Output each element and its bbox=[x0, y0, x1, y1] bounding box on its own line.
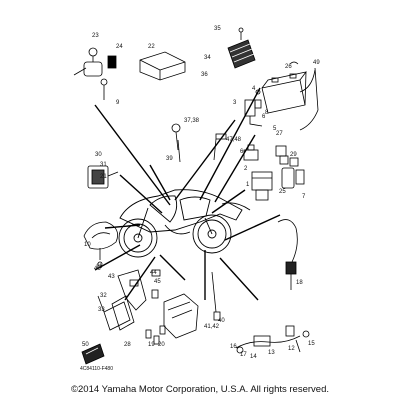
callout-11: 11 bbox=[96, 264, 103, 270]
battery-part bbox=[261, 61, 319, 131]
callout-33: 33 bbox=[98, 307, 105, 313]
callout-17: 17 bbox=[240, 352, 247, 358]
callout-16: 16 bbox=[230, 344, 237, 350]
callout-4: 4 bbox=[252, 86, 256, 92]
sub-harness-part bbox=[235, 325, 310, 354]
callout-15: 15 bbox=[308, 341, 315, 347]
starter-relay-part bbox=[244, 89, 263, 127]
callout-12: 12 bbox=[288, 346, 295, 352]
callout-34: 34 bbox=[204, 55, 211, 61]
callout-43: 43 bbox=[108, 274, 115, 280]
callout-45: 45 bbox=[154, 279, 161, 285]
callout-28: 28 bbox=[124, 342, 131, 348]
callout-20: 20 bbox=[158, 342, 165, 348]
copyright-notice: ©2014 Yamaha Motor Corporation, U.S.A. A… bbox=[71, 384, 329, 395]
callout-2: 2 bbox=[244, 166, 248, 172]
callout-3: 3 bbox=[233, 100, 237, 106]
regulator-parts bbox=[251, 167, 305, 201]
callout-50: 50 bbox=[82, 342, 89, 348]
callout-29: 29 bbox=[290, 152, 297, 158]
callout-30: 30 bbox=[95, 152, 102, 158]
sensor-part-37 bbox=[171, 123, 181, 151]
callout-41-42: 41,42 bbox=[204, 324, 220, 330]
fuse-parts bbox=[145, 325, 166, 345]
relay-part-27 bbox=[275, 145, 299, 167]
callout-21: 21 bbox=[100, 174, 107, 180]
callout-19: 19 bbox=[148, 342, 155, 348]
callout-23: 23 bbox=[92, 33, 99, 39]
callout-49: 49 bbox=[313, 60, 320, 66]
callout-8: 8 bbox=[265, 110, 269, 116]
callout-37-38: 37,38 bbox=[184, 118, 200, 124]
callout-14: 14 bbox=[250, 354, 257, 360]
rectifier-part bbox=[227, 27, 256, 69]
horn-part bbox=[83, 221, 119, 267]
callout-44: 44 bbox=[150, 270, 157, 276]
callout-32: 32 bbox=[100, 293, 107, 299]
callout-10: 10 bbox=[84, 242, 91, 248]
callout-46: 46 bbox=[94, 266, 101, 272]
callout-6: 6 bbox=[240, 149, 244, 155]
callout-35: 35 bbox=[214, 26, 221, 32]
cover-part bbox=[97, 295, 131, 331]
callout-labels: 35 23 22 34 49 26 24 36 4 3 8 9 37,38 27… bbox=[80, 26, 320, 372]
callout-36: 36 bbox=[201, 72, 208, 78]
main-switch-part bbox=[73, 47, 117, 100]
callout-40: 40 bbox=[218, 318, 225, 324]
callout-7: 7 bbox=[302, 194, 306, 200]
callout-26: 26 bbox=[285, 64, 292, 70]
callout-22: 22 bbox=[148, 44, 155, 50]
callout-6b: 6 bbox=[262, 114, 266, 120]
callout-5: 5 bbox=[273, 126, 277, 132]
fuse-box-part bbox=[163, 293, 199, 339]
callout-27: 27 bbox=[276, 131, 283, 137]
diagram-part-code: 4C84110-F480 bbox=[80, 366, 113, 372]
bracket-part bbox=[111, 269, 161, 331]
caution-label-part bbox=[81, 343, 105, 365]
sidestand-switch-part bbox=[277, 219, 298, 290]
callout-25: 25 bbox=[279, 189, 286, 195]
callout-24: 24 bbox=[116, 44, 123, 50]
callout-31: 31 bbox=[100, 162, 107, 168]
ecu-part bbox=[139, 51, 186, 81]
sensor-part-40 bbox=[211, 271, 221, 321]
callout-1: 1 bbox=[246, 182, 250, 188]
motorcycle-illustration bbox=[118, 189, 251, 258]
lead-wire-39 bbox=[177, 139, 181, 163]
parts bbox=[73, 27, 319, 365]
callout-47-48: 47,48 bbox=[226, 137, 242, 143]
relay-part-5 bbox=[243, 144, 259, 161]
sensor-part-47 bbox=[213, 133, 227, 161]
callout-9: 9 bbox=[116, 100, 120, 106]
flasher-part bbox=[87, 165, 119, 189]
callout-13: 13 bbox=[268, 350, 275, 356]
callout-18: 18 bbox=[296, 280, 303, 286]
callout-39: 39 bbox=[166, 156, 173, 162]
